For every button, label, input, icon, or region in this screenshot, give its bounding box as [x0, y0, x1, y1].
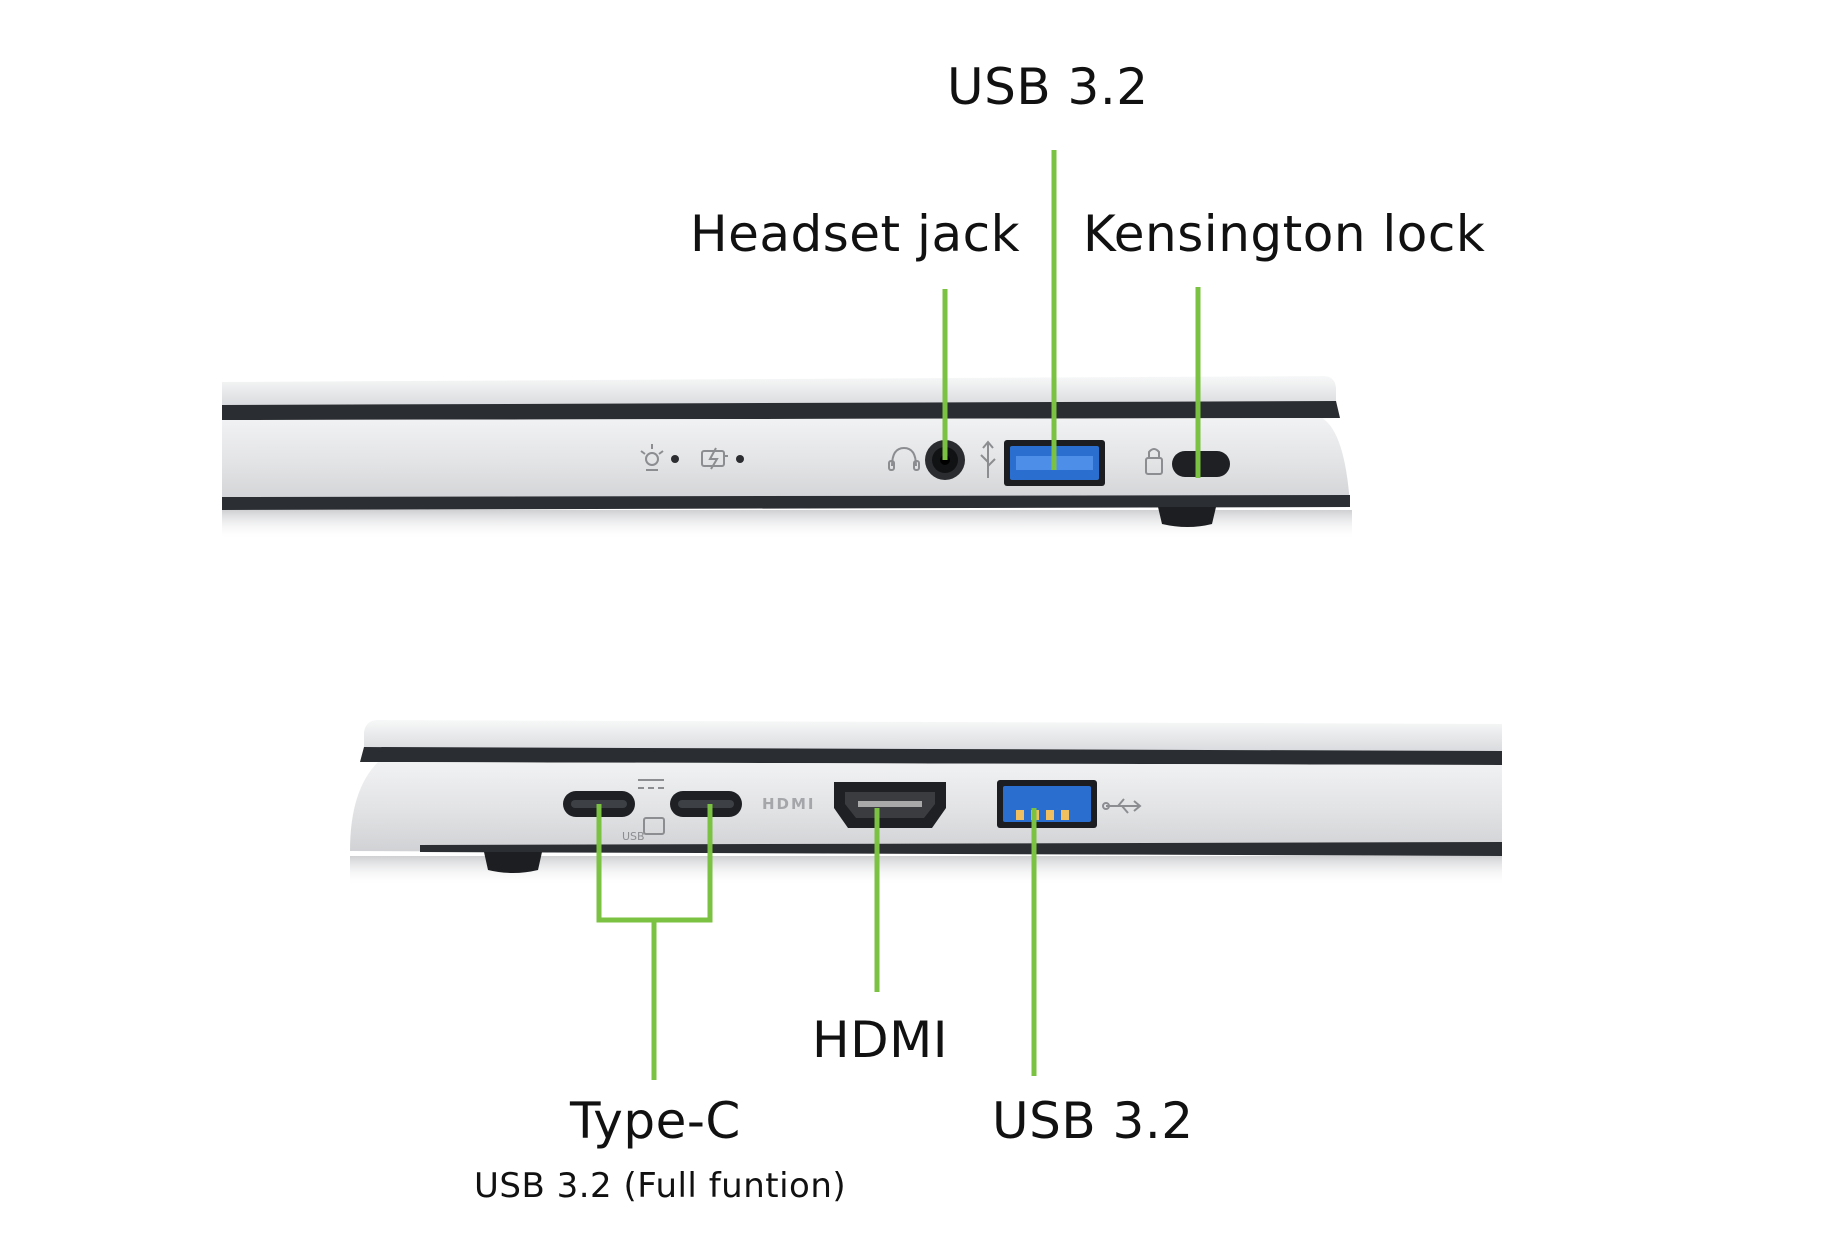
usb-c-port-2-tongue — [678, 800, 734, 808]
usb-c-port-mark: USB — [622, 830, 645, 843]
usb-c-displayport-icon — [638, 779, 665, 835]
led-dot — [736, 455, 744, 463]
usb-a-port-left — [997, 780, 1097, 828]
hdmi-icon: HDMI — [762, 795, 816, 813]
hdmi-label: HDMI — [812, 1011, 948, 1069]
hdmi-contacts — [858, 801, 922, 807]
headset-jack-label: Headset jack — [690, 205, 1021, 263]
kensington-lock-label: Kensington lock — [1083, 205, 1486, 263]
left-foot — [484, 852, 542, 873]
lock-icon — [1145, 448, 1163, 475]
left-lid — [364, 720, 1502, 752]
left-shadow — [350, 856, 1502, 886]
right-seam — [222, 401, 1340, 420]
right-side-view — [222, 150, 1352, 540]
kensington-lock-slot — [1172, 451, 1230, 477]
left-bottom-strip — [420, 842, 1502, 856]
usb-left-label: USB 3.2 — [992, 1092, 1194, 1150]
led-dot — [671, 455, 679, 463]
brightness-indicator-icon — [640, 444, 664, 471]
headset-icon — [888, 446, 920, 471]
left-side-view: USB HDMI — [350, 720, 1502, 1080]
usb-icon — [980, 440, 996, 478]
right-foot — [1158, 507, 1216, 527]
right-lid — [222, 376, 1336, 407]
typec-label: Type-C — [570, 1092, 741, 1150]
usb-icon — [1102, 798, 1142, 814]
typec-sub-label: USB 3.2 (Full funtion) — [474, 1166, 847, 1206]
left-seam — [360, 747, 1502, 765]
right-bottom-strip — [222, 495, 1350, 510]
usb-right-label: USB 3.2 — [947, 58, 1149, 116]
battery-charging-indicator-icon — [701, 447, 728, 470]
